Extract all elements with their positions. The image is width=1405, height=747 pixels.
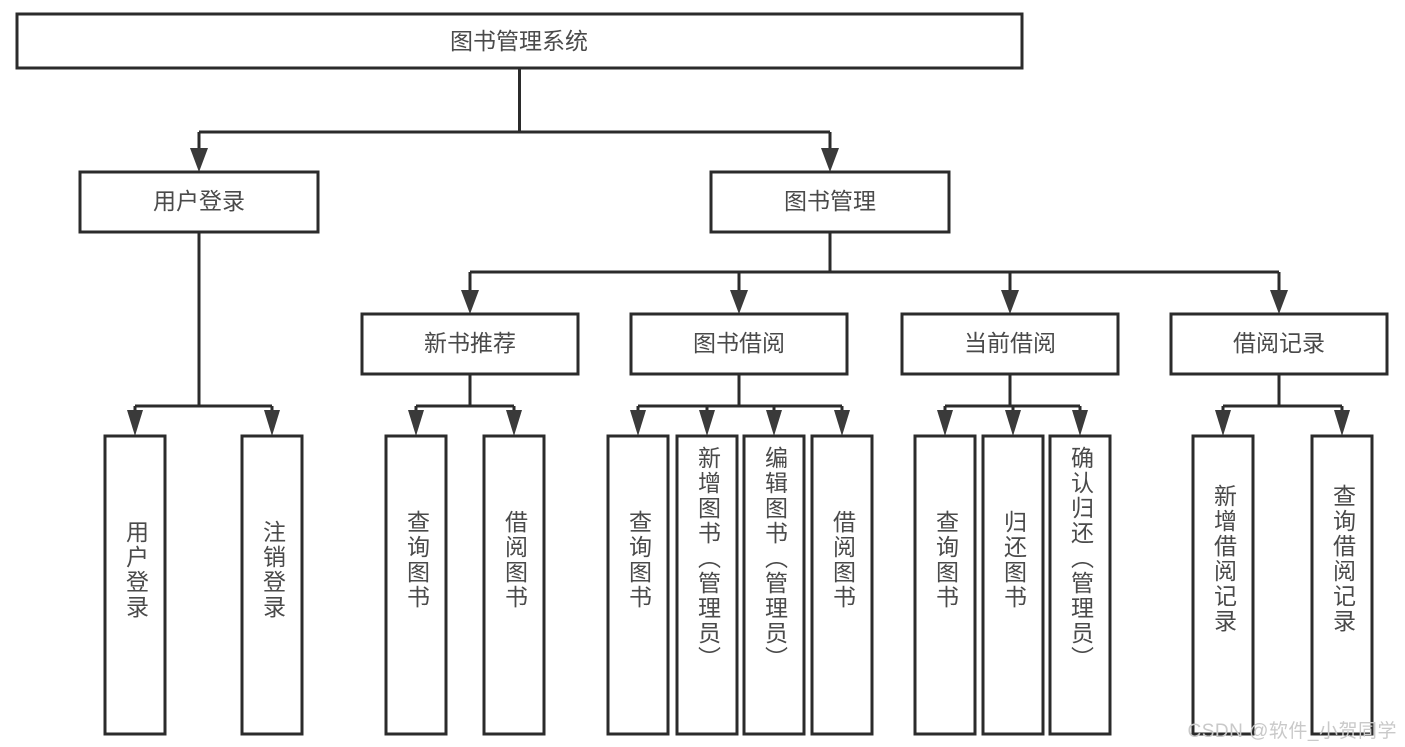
node-new-book-recommend[interactable]: 新书推荐 <box>360 312 580 376</box>
node-user-login-label: 用户登录 <box>153 188 245 214</box>
node-user-login[interactable]: 用户登录 <box>78 170 320 234</box>
arrow-head-leaf-borrow-book-2 <box>834 410 850 436</box>
arrow-head-leaf-query-record <box>1334 410 1350 436</box>
arrow-head-leaf-return-book <box>1005 410 1021 436</box>
connector-group-user-login <box>127 232 280 436</box>
node-root-box[interactable] <box>15 12 1024 70</box>
node-user-login-box[interactable] <box>78 170 320 234</box>
leaf-box-logout-login[interactable] <box>240 434 304 736</box>
arrow-head-leaf-query-book-1 <box>408 410 424 436</box>
leaf-box-confirm-return[interactable] <box>1048 434 1112 736</box>
leaf-box-add-book[interactable] <box>675 434 739 736</box>
node-book-management[interactable]: 图书管理 <box>709 170 951 234</box>
leaf-box-query-book-2[interactable] <box>606 434 670 736</box>
connector-group-borrow-record <box>1215 374 1350 436</box>
node-book-borrow[interactable]: 图书借阅 <box>629 312 849 376</box>
leaf-box-query-record[interactable] <box>1310 434 1374 736</box>
leaf-box-borrow-book-1[interactable] <box>482 434 546 736</box>
arrow-head-user-login <box>190 148 208 172</box>
leaf-box-query-book-1[interactable] <box>384 434 448 736</box>
connector-group-root <box>190 68 839 172</box>
arrow-head-leaf-query-book-2 <box>630 410 646 436</box>
arrow-head-book-borrow <box>730 290 748 314</box>
node-book-borrow-label: 图书借阅 <box>693 330 785 356</box>
arrow-head-new-book-recommend <box>461 290 479 314</box>
connector-group-current-borrow <box>937 374 1088 436</box>
node-book-management-box[interactable] <box>709 170 951 234</box>
leaf-box-return-book[interactable] <box>981 434 1045 736</box>
arrow-head-leaf-confirm-return <box>1072 410 1088 436</box>
connector-group-book-borrow <box>630 374 850 436</box>
node-current-borrow-label: 当前借阅 <box>964 330 1056 356</box>
arrow-head-borrow-record <box>1270 290 1288 314</box>
node-new-book-recommend-label: 新书推荐 <box>424 330 516 356</box>
node-borrow-record-label: 借阅记录 <box>1233 330 1325 356</box>
node-book-management-label: 图书管理 <box>784 188 876 214</box>
leaf-box-borrow-book-2[interactable] <box>810 434 874 736</box>
node-book-borrow-box[interactable] <box>629 312 849 376</box>
node-current-borrow-box[interactable] <box>900 312 1120 376</box>
arrow-head-book-management <box>821 148 839 172</box>
arrow-head-leaf-user-login <box>127 410 143 436</box>
arrow-head-leaf-query-book-3 <box>937 410 953 436</box>
node-borrow-record[interactable]: 借阅记录 <box>1169 312 1389 376</box>
arrow-head-leaf-add-book <box>699 410 715 436</box>
leaf-box-edit-book[interactable] <box>742 434 806 736</box>
arrow-head-leaf-logout-login <box>264 410 280 436</box>
arrow-head-current-borrow <box>1001 290 1019 314</box>
leaf-box-user-login[interactable] <box>103 434 167 736</box>
arrow-head-leaf-borrow-book-1 <box>506 410 522 436</box>
node-new-book-recommend-box[interactable] <box>360 312 580 376</box>
connector-group-book-management <box>461 232 1288 314</box>
node-root[interactable]: 图书管理系统 <box>15 12 1024 70</box>
leaf-boxes <box>103 434 1374 736</box>
node-borrow-record-box[interactable] <box>1169 312 1389 376</box>
connector-group-new-book-recommend <box>408 374 522 436</box>
csdn-watermark: CSDN @软件_小贺同学 <box>1187 721 1397 742</box>
node-root-label: 图书管理系统 <box>450 28 588 54</box>
node-current-borrow[interactable]: 当前借阅 <box>900 312 1120 376</box>
arrow-head-leaf-edit-book <box>766 410 782 436</box>
leaf-box-query-book-3[interactable] <box>913 434 977 736</box>
leaf-box-add-record[interactable] <box>1191 434 1255 736</box>
arrow-head-leaf-add-record <box>1215 410 1231 436</box>
